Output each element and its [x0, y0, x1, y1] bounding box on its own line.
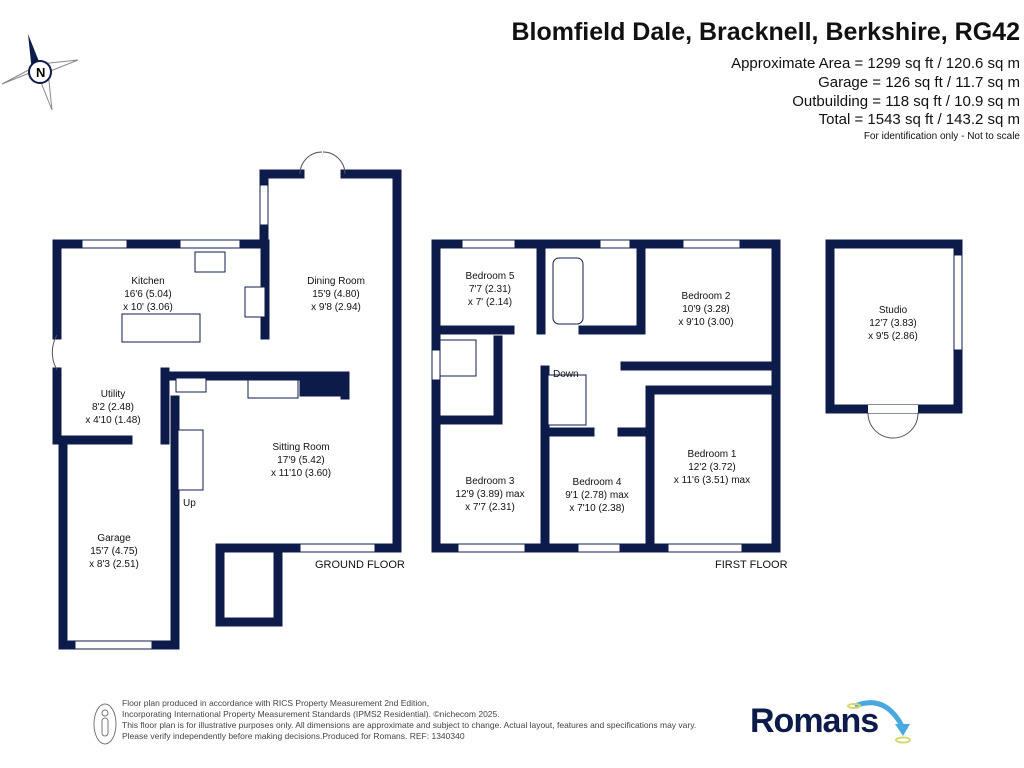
ground-floor-label: GROUND FLOOR	[315, 559, 405, 571]
area-total: Total = 1543 sq ft / 143.2 sq m	[818, 111, 1020, 128]
stairs-down-label: Down	[553, 369, 579, 380]
area-approximate: Approximate Area = 1299 sq ft / 120.6 sq…	[731, 55, 1020, 72]
first-floor-label: FIRST FLOOR	[715, 559, 788, 571]
disclaimer: Floor plan produced in accordance with R…	[122, 698, 697, 741]
svg-text:N: N	[36, 65, 45, 80]
area-garage: Garage = 126 sq ft / 11.7 sq m	[818, 74, 1020, 91]
stairs-up-label: Up	[183, 498, 196, 509]
person-scale-icon	[93, 703, 117, 745]
property-title: Blomfield Dale, Bracknell, Berkshire, RG…	[511, 18, 1020, 46]
doors	[51, 151, 919, 439]
ground-floor-windows	[74, 184, 376, 650]
logo-arrow-icon	[847, 700, 911, 744]
compass-icon: N	[1, 34, 79, 111]
scale-note: For identification only - Not to scale	[863, 131, 1020, 142]
area-outbuilding: Outbuilding = 118 sq ft / 10.9 sq m	[792, 93, 1020, 110]
first-floor-windows	[431, 239, 963, 553]
